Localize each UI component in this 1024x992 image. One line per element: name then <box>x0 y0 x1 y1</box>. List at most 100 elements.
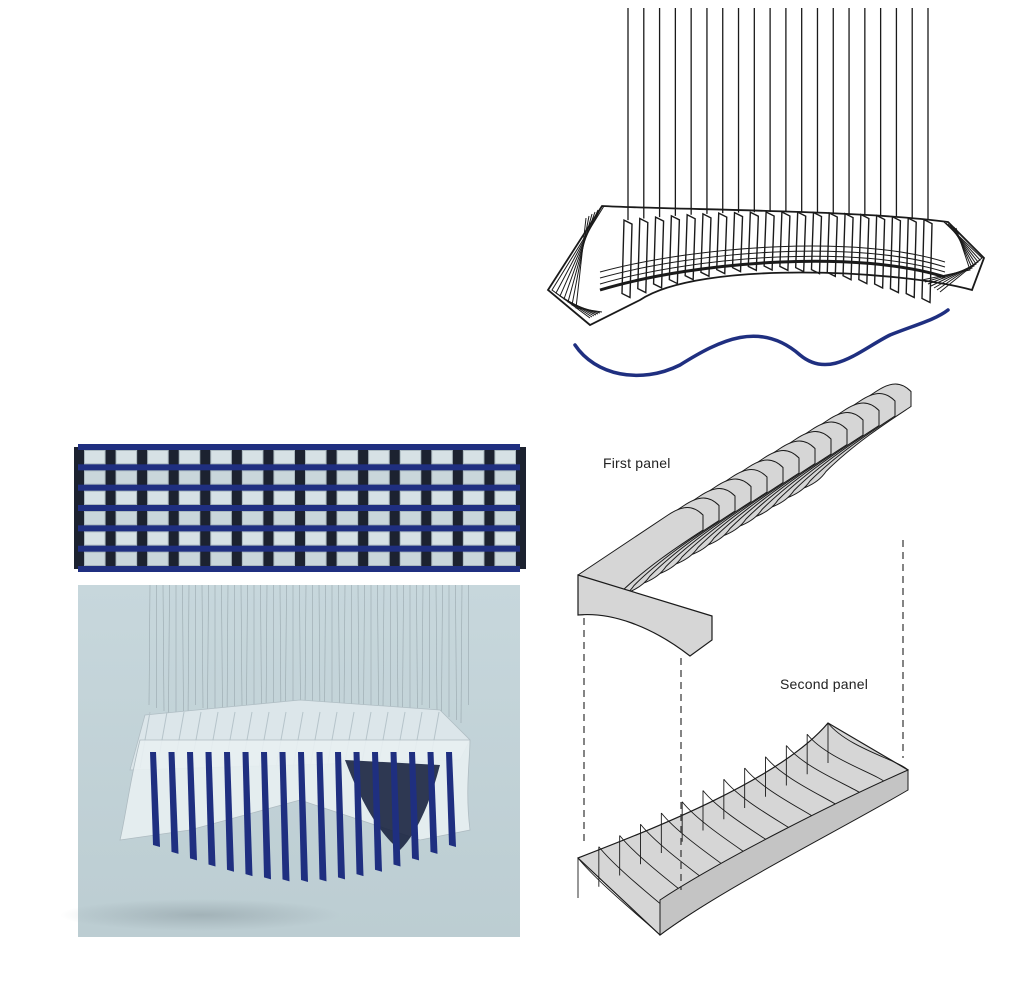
grid-opening <box>495 512 515 525</box>
render-grid-line <box>360 711 372 769</box>
grid-vertical-slat <box>421 447 432 569</box>
grid-opening <box>274 491 294 504</box>
grid-opening <box>116 471 137 484</box>
grid-opening <box>179 512 200 525</box>
grid-opening <box>211 471 231 484</box>
grid-horizontal-slat <box>78 464 520 471</box>
render-cable <box>148 584 151 706</box>
grid-vertical-slat <box>200 447 211 569</box>
grid-opening <box>400 491 421 504</box>
render-grid-line <box>224 711 236 769</box>
right-sheet-edge <box>936 222 981 291</box>
grid-opening <box>274 512 294 525</box>
grid-opening <box>274 471 294 484</box>
grid-opening <box>242 491 263 504</box>
grid-vertical-slat <box>137 447 148 569</box>
render-cable <box>338 584 340 709</box>
first-panel-fin <box>641 469 768 578</box>
canopy-body-lines <box>546 205 986 327</box>
grid-opening <box>306 552 326 565</box>
render-cable <box>168 584 170 715</box>
right-sheet-edge <box>933 223 979 289</box>
grid-opening <box>432 552 452 565</box>
canopy-slat <box>921 218 933 304</box>
grid-opening <box>369 471 389 484</box>
render-grid-line <box>241 711 253 769</box>
render-blue-fin <box>150 752 160 847</box>
grid-opening <box>369 552 389 565</box>
first-panel-fin <box>737 412 864 521</box>
second-panel-drawing <box>576 722 910 936</box>
grid-horizontal-slat <box>78 505 520 511</box>
render-cable <box>318 584 321 721</box>
grid-opening <box>369 491 389 504</box>
grid-opening <box>432 532 452 545</box>
grid-opening <box>179 552 200 565</box>
grid-vertical-slat <box>452 447 463 569</box>
first-panel-front-slab <box>577 574 713 657</box>
grid-opening <box>85 552 105 565</box>
render-cable <box>460 584 463 724</box>
canopy-slat <box>873 214 886 290</box>
first-panel-fin <box>625 478 752 588</box>
second-panel-fin-line <box>619 835 702 908</box>
second-panel-fin-line <box>640 823 723 895</box>
grid-opening <box>85 451 105 464</box>
render-blue-fin <box>261 752 271 880</box>
first-panel-fin <box>753 402 880 512</box>
second-panel-fin-line <box>723 778 805 840</box>
grid-opening <box>337 471 358 484</box>
render-cables <box>148 584 469 724</box>
render-blue-fin <box>205 752 216 867</box>
grid-opening <box>148 471 168 484</box>
canopy-slat <box>684 213 696 281</box>
render-grid-line <box>156 711 168 769</box>
second-panel-fin-line <box>577 857 661 936</box>
render-grid-line <box>377 711 389 769</box>
right-sheet-edge <box>939 221 983 293</box>
render-cable <box>162 584 165 712</box>
grid-opening <box>495 552 515 565</box>
canopy-slat <box>842 212 854 281</box>
second-panel-fin-line <box>681 801 764 867</box>
render-cable <box>226 584 229 721</box>
canopy-sheet-band <box>599 245 946 273</box>
grid-opening <box>85 471 105 484</box>
second-panel-label: Second panel <box>780 676 869 692</box>
render-grid-line <box>428 711 440 769</box>
second-panel-fin-line <box>598 846 681 922</box>
render-cable <box>441 584 443 715</box>
first-panel-fin <box>705 431 832 540</box>
render-grid-top <box>129 699 471 771</box>
grid-vertical-slat <box>231 447 242 569</box>
render-cable <box>421 584 424 706</box>
render-canopy <box>119 699 471 882</box>
grid-opening <box>211 552 231 565</box>
first-panel-fin <box>785 383 912 493</box>
grid-opening <box>400 532 421 545</box>
left-sheet-edge <box>567 213 599 315</box>
first-panel-drawing <box>577 383 912 657</box>
grid-opening <box>463 491 484 504</box>
grid-vertical-slat <box>516 447 526 569</box>
grid-opening <box>337 552 358 565</box>
left-sheet-edge <box>563 211 597 316</box>
render-grid-line <box>411 711 423 769</box>
grid-opening <box>495 451 515 464</box>
right-sheet-edge <box>927 225 975 285</box>
canopy-slat <box>637 217 649 294</box>
second-panel-fin-line <box>827 722 909 771</box>
render-cable <box>240 584 243 706</box>
grid-opening <box>242 451 263 464</box>
canopy-sheet-band <box>599 250 946 279</box>
render-cable <box>221 584 223 718</box>
render-cable <box>182 584 184 721</box>
floor-shadow <box>60 899 340 931</box>
render-blue-fin <box>409 752 419 861</box>
canopy-sheet-band <box>599 255 946 285</box>
grid-opening <box>211 532 231 545</box>
render-grid-line <box>292 711 304 769</box>
grid-vertical-slat <box>105 447 116 569</box>
render-cable <box>279 584 282 724</box>
render-grid-line <box>326 711 338 769</box>
